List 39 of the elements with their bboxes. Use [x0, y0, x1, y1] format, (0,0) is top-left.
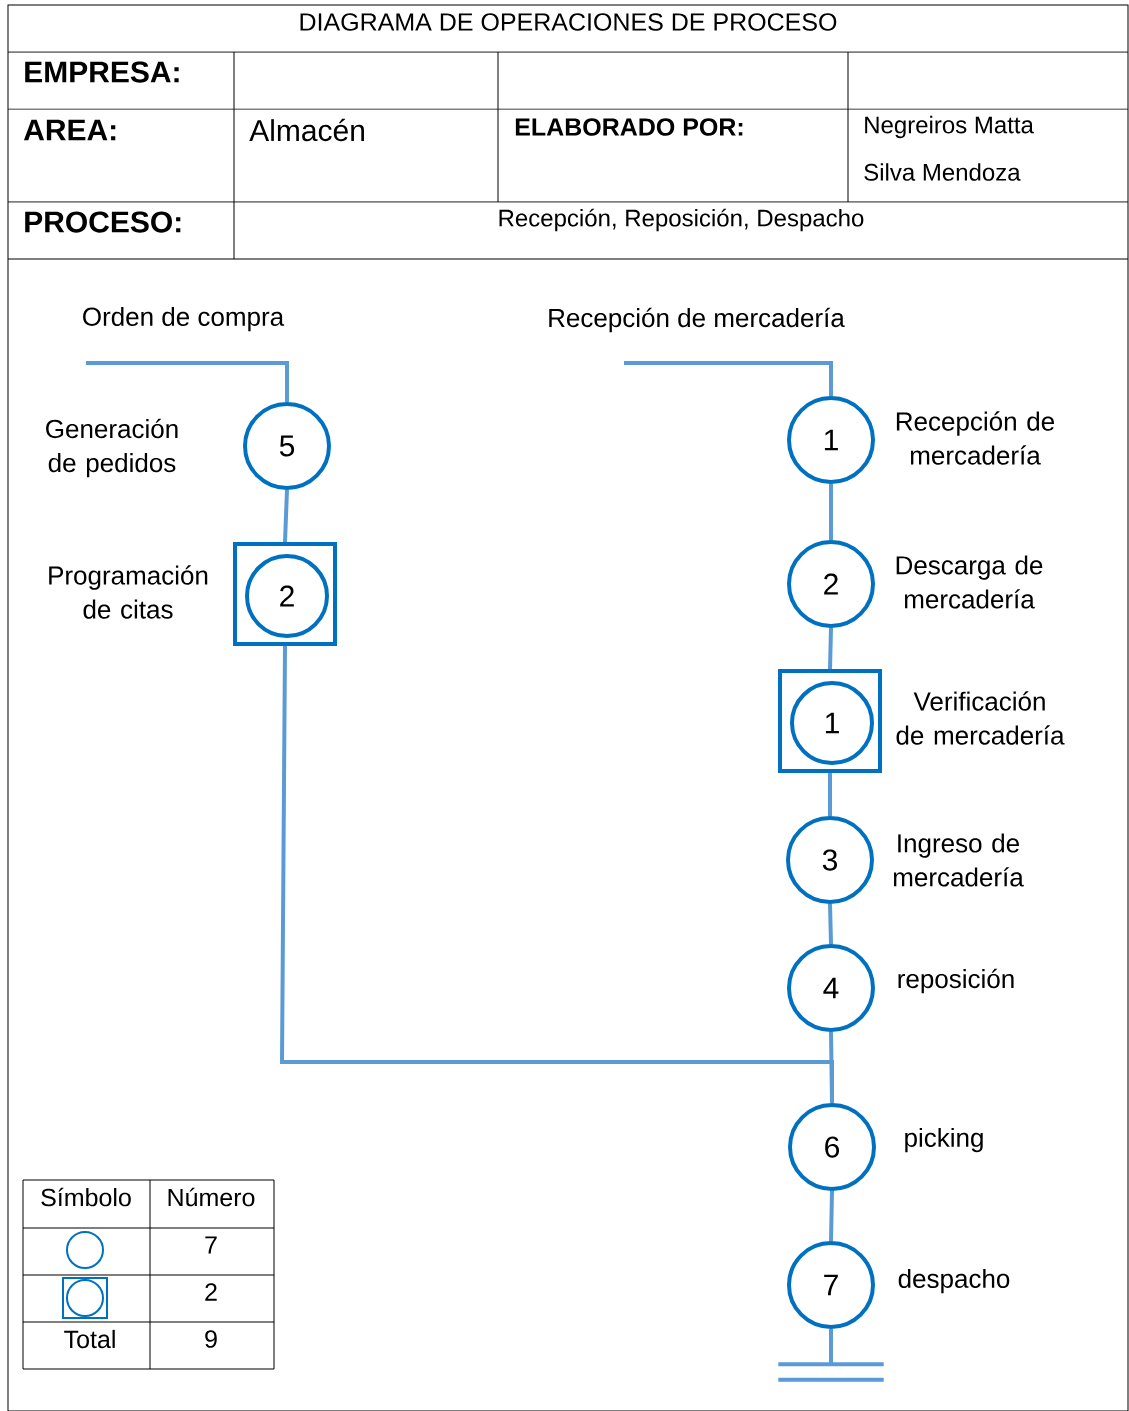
step-label: Descarga de mercadería: [896, 555, 1043, 609]
end-bars: [776, 1362, 886, 1382]
title: DIAGRAMA DE OPERACIONES DE PROCESO: [300, 13, 837, 31]
inspection-box: [778, 669, 882, 773]
table-cell-text: PROCESO:: [25, 211, 181, 233]
table-cell-text: 2: [205, 1283, 217, 1301]
connector-line: [624, 361, 833, 396]
connector-line: [828, 627, 833, 670]
table-cell-text: Almacén: [249, 118, 364, 142]
step-label: Programación de citas: [49, 565, 208, 619]
table-cell-text: Total: [64, 1329, 115, 1349]
connector-line: [828, 773, 832, 816]
table-cell-text: Número: [168, 1187, 255, 1207]
connector-line: [283, 489, 289, 543]
edge-label: Orden de compra: [80, 305, 286, 333]
inspection-box: [233, 542, 337, 646]
table-cell-text: Silva Mendoza: [864, 163, 1021, 181]
connector-line: [829, 1329, 833, 1365]
step-label: Recepción de mercadería: [896, 411, 1054, 465]
table-cell-text: Símbolo: [41, 1187, 131, 1207]
step-label: Generación de pedidos: [46, 418, 178, 478]
step-label: picking: [905, 1127, 983, 1153]
step-label: reposición: [898, 968, 1014, 994]
table-cell-text: ELABORADO POR:: [515, 118, 743, 136]
connector-line: [829, 484, 833, 540]
step-label: Ingreso de mercadería: [894, 833, 1024, 887]
connector-line: [86, 361, 289, 402]
step-label: Verificación de mercadería: [896, 691, 1065, 745]
connector-line: [828, 903, 833, 945]
table-cell-text: 7: [205, 1236, 217, 1254]
table-cell-text: Negreiros Matta: [865, 115, 1034, 139]
table-cell-text: Recepción, Reposición, Despacho: [499, 208, 864, 232]
table-cell-text: AREA:: [23, 119, 116, 141]
connector-line: [829, 1190, 834, 1242]
step-label: despacho: [898, 1268, 1010, 1294]
connector-line: [280, 646, 834, 1103]
table-cell-text: 9: [205, 1330, 217, 1348]
table-cell-text: EMPRESA:: [25, 61, 179, 83]
edge-label: Recepción de mercadería: [546, 306, 846, 334]
